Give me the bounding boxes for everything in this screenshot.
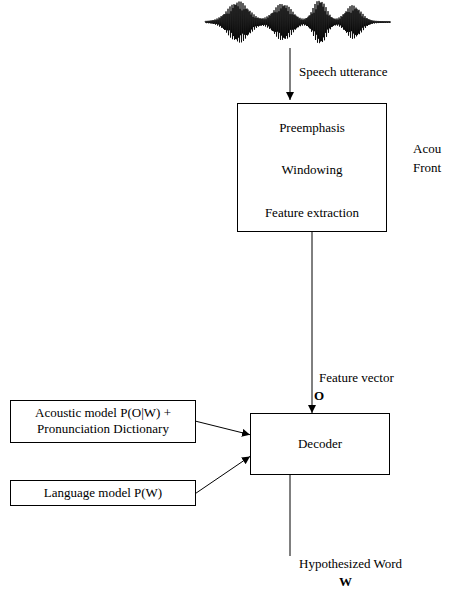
waveform-trace	[205, 1, 391, 43]
connector-arrow	[196, 456, 250, 493]
node-text: Preemphasis	[244, 120, 380, 136]
decoder-box: Decoder	[250, 413, 390, 475]
section-label: Front	[412, 160, 442, 176]
speech-waveform	[205, 1, 391, 43]
front-end-box: PreemphasisWindowingFeature extraction	[237, 103, 387, 232]
signal-label: Speech utterance	[298, 64, 388, 80]
node-text: Windowing	[244, 162, 380, 178]
node-text: Language model P(W)	[17, 485, 189, 501]
edge-label: Feature vector	[318, 370, 395, 386]
section-label: Acou	[412, 141, 442, 157]
acoustic-model-box: Acoustic model P(O|W) + Pronunciation Di…	[10, 400, 196, 443]
output-label: Hypothesized Word	[298, 556, 403, 572]
symbol-label: W	[338, 574, 353, 590]
node-text: Feature extraction	[244, 205, 380, 221]
connector-arrow	[312, 232, 313, 413]
language-model-box: Language model P(W)	[10, 480, 196, 506]
node-text: Decoder	[257, 436, 383, 452]
symbol-label: O	[313, 388, 325, 404]
output-line	[290, 475, 291, 556]
utterance-arrow	[290, 48, 291, 100]
node-text: Acoustic model P(O|W) + Pronunciation Di…	[17, 405, 189, 438]
connector-arrow	[196, 421, 250, 434]
